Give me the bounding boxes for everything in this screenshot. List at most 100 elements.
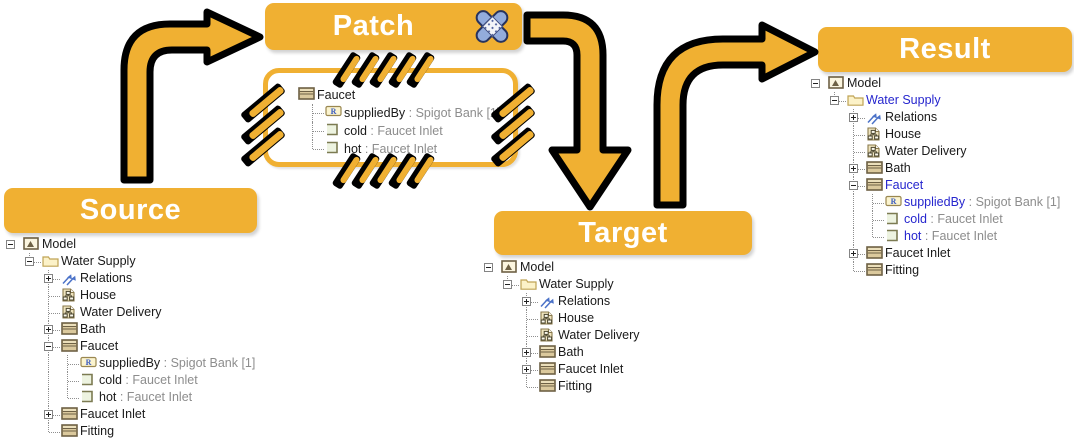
tree-item-label: Bath [80, 322, 106, 336]
collapse-toggle-icon[interactable] [25, 257, 34, 266]
tree-row-cold[interactable]: cold : Faucet Inlet [805, 211, 1074, 228]
collapse-toggle-icon[interactable] [6, 240, 15, 249]
port-icon [885, 212, 903, 227]
tree-guide-line [48, 355, 49, 372]
tree-row-bath[interactable]: Bath [0, 321, 270, 338]
tree-row-model[interactable]: Model [805, 75, 1074, 92]
tree-row-hot[interactable]: hot : Faucet Inlet [275, 140, 515, 158]
class-icon [866, 263, 884, 278]
tree-row-water-supply[interactable]: Water Supply [0, 253, 270, 270]
port-icon [80, 373, 98, 388]
tree-row-bath[interactable]: Bath [805, 160, 1074, 177]
tree-guide-line [49, 313, 60, 314]
expand-toggle-icon[interactable] [44, 274, 53, 283]
tree-row-faucet[interactable]: Faucet [805, 177, 1074, 194]
tree-row-hot[interactable]: hot : Faucet Inlet [805, 228, 1074, 245]
tree-item-label: Faucet [885, 178, 924, 192]
expand-toggle-icon[interactable] [522, 348, 531, 357]
tree-item-label: Water Delivery [558, 328, 640, 342]
tree-row-faucet-inlet[interactable]: Faucet Inlet [478, 361, 758, 378]
tree-item-label: House [558, 311, 595, 325]
tree-row-house[interactable]: House [0, 287, 270, 304]
tree-guide-line [835, 101, 846, 102]
tree-guide-line [527, 336, 538, 337]
tree-row-model[interactable]: Model [478, 259, 758, 276]
tree-guide-line [508, 285, 519, 286]
tree-row-hot[interactable]: hot : Faucet Inlet [0, 389, 270, 406]
tree-row-model[interactable]: Model [0, 236, 270, 253]
tree-row-fitting[interactable]: Fitting [0, 423, 270, 440]
tree-guide-line [48, 372, 49, 389]
tree-guide-line [853, 228, 854, 245]
tree-row-faucet-inlet[interactable]: Faucet Inlet [805, 245, 1074, 262]
tree-item-label: suppliedBy : Spigot Bank [1] [99, 356, 256, 370]
tree-guide-line [313, 113, 324, 114]
tree-item-label: Faucet Inlet [80, 407, 146, 421]
tree-row-house[interactable]: House [805, 126, 1074, 143]
model-icon [501, 260, 519, 275]
tree-item-label: suppliedBy : Spigot Bank [1] [904, 195, 1061, 209]
tree-row-faucet[interactable]: Faucet [0, 338, 270, 355]
tree-row-fitting[interactable]: Fitting [805, 262, 1074, 279]
tree-row-water-supply[interactable]: Water Supply [805, 92, 1074, 109]
collapse-toggle-icon[interactable] [811, 79, 820, 88]
tree-guide-line [48, 423, 49, 432]
tree-row-water-delivery[interactable]: Water Delivery [805, 143, 1074, 160]
collapse-toggle-icon[interactable] [503, 280, 512, 289]
tree-item-label: Relations [80, 271, 133, 285]
tree-guide-line [872, 194, 873, 211]
tree-row-cold[interactable]: cold : Faucet Inlet [0, 372, 270, 389]
tree-item-label: cold : Faucet Inlet [344, 124, 443, 138]
expand-toggle-icon[interactable] [522, 365, 531, 374]
svg-text:R: R [86, 358, 92, 367]
tree-guide-line [527, 319, 538, 320]
tree-item-label: House [80, 288, 117, 302]
tree-row-faucet[interactable]: Faucet [275, 86, 515, 104]
tree-guide-line [312, 104, 313, 122]
tree-guide-line [48, 304, 49, 321]
expand-toggle-icon[interactable] [44, 410, 53, 419]
collapse-toggle-icon[interactable] [849, 181, 858, 190]
tree-row-relations[interactable]: Relations [0, 270, 270, 287]
tree-guide-line [49, 347, 60, 348]
reference-r-icon: R [885, 195, 903, 210]
collapse-toggle-icon[interactable] [484, 263, 493, 272]
tree-guide-line [527, 387, 538, 388]
tree-guide-line [854, 169, 865, 170]
tree-guide-line [527, 353, 538, 354]
tree-row-relations[interactable]: Relations [478, 293, 758, 310]
tree-item-label: House [885, 127, 922, 141]
tree-item-label: hot : Faucet Inlet [904, 229, 998, 243]
tree-row-fitting[interactable]: Fitting [478, 378, 758, 395]
tree-row-water-delivery[interactable]: Water Delivery [478, 327, 758, 344]
tree-item-label: Bath [885, 161, 911, 175]
tree-item-label: cold : Faucet Inlet [904, 212, 1003, 226]
tree-item-label: hot : Faucet Inlet [99, 390, 193, 404]
expand-toggle-icon[interactable] [44, 325, 53, 334]
expand-toggle-icon[interactable] [522, 297, 531, 306]
collapse-toggle-icon[interactable] [830, 96, 839, 105]
tree-row-bath[interactable]: Bath [478, 344, 758, 361]
port-icon [885, 229, 903, 244]
collapse-toggle-icon[interactable] [44, 342, 53, 351]
tree-guide-line [873, 237, 884, 238]
expand-toggle-icon[interactable] [849, 164, 858, 173]
expand-toggle-icon[interactable] [849, 113, 858, 122]
tree-row-cold[interactable]: cold : Faucet Inlet [275, 122, 515, 140]
tree-row-house[interactable]: House [478, 310, 758, 327]
model-icon [23, 237, 41, 252]
expand-toggle-icon[interactable] [849, 249, 858, 258]
tree-guide-line [67, 389, 68, 398]
tree-row-faucet-inlet[interactable]: Faucet Inlet [0, 406, 270, 423]
arrow-target-to-result [653, 21, 819, 209]
tree-row-water-supply[interactable]: Water Supply [478, 276, 758, 293]
tree-row-water-delivery[interactable]: Water Delivery [0, 304, 270, 321]
tree-row-relations[interactable]: Relations [805, 109, 1074, 126]
class-icon [866, 178, 884, 193]
tree-guide-line [67, 372, 68, 389]
